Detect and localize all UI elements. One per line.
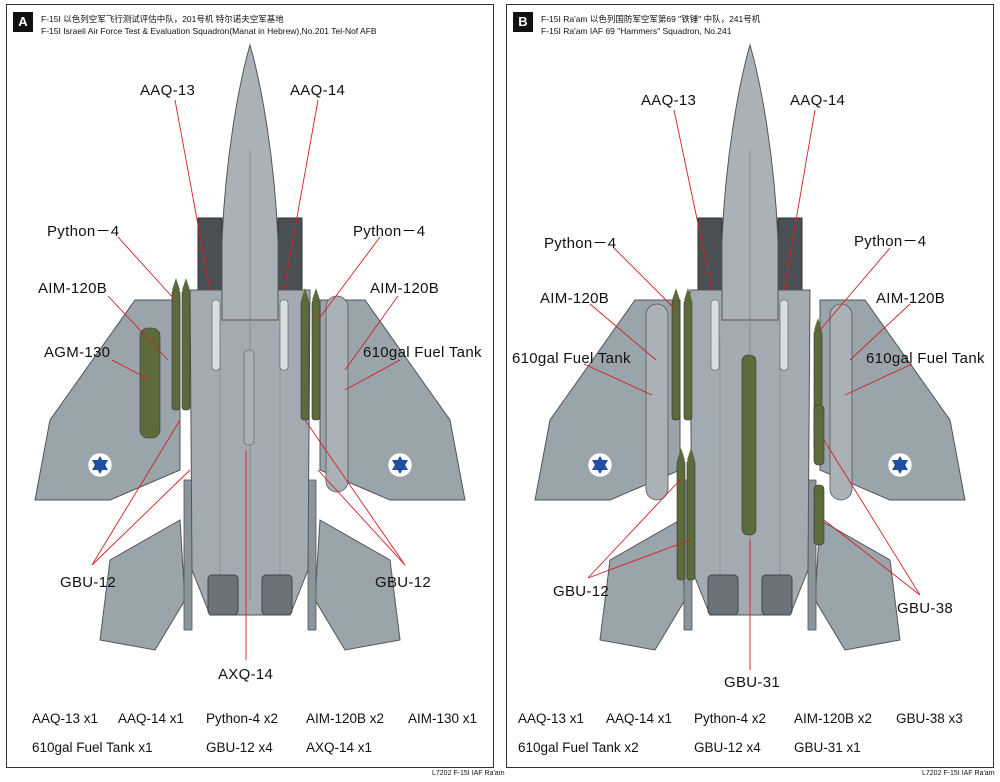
callout-gbu-31: GBU-31 bbox=[724, 674, 780, 691]
callout-fuel-tank-right: 610gal Fuel Tank bbox=[866, 350, 985, 367]
callout-axq-14: AXQ-14 bbox=[218, 666, 274, 683]
callout-python-4-left: Python－4 bbox=[47, 223, 120, 240]
callout-aaq-14: AAQ-14 bbox=[290, 82, 346, 99]
callout-gbu-12-right: GBU-12 bbox=[375, 574, 431, 591]
callout-fuel-tank-left: 610gal Fuel Tank bbox=[512, 350, 631, 367]
loadout-item: GBU-12 x4 bbox=[206, 740, 273, 755]
callout-aim-120b-right: AIM-120B bbox=[370, 280, 440, 297]
callout-gbu-12-left: GBU-12 bbox=[60, 574, 116, 591]
callout-python-4-right: Python－4 bbox=[854, 233, 927, 250]
callout-aim-120b-left: AIM-120B bbox=[540, 290, 610, 307]
loadout-item: 610gal Fuel Tank x1 bbox=[32, 740, 153, 755]
loadout-item: AIM-130 x1 bbox=[408, 711, 478, 726]
loadout-item: AAQ-13 x1 bbox=[32, 711, 99, 726]
callout-fuel-tank: 610gal Fuel Tank bbox=[363, 344, 482, 361]
callout-aim-120b-right: AIM-120B bbox=[876, 290, 946, 307]
callout-agm-130: AGM-130 bbox=[44, 344, 111, 361]
callout-gbu-38: GBU-38 bbox=[897, 600, 953, 617]
panel-title-chinese: F-15I 以色列空军飞行测试评估中队，201号机 特尔诺夫空军基地 bbox=[41, 14, 284, 24]
callout-aaq-13: AAQ-13 bbox=[641, 92, 697, 109]
callout-gbu-12: GBU-12 bbox=[553, 583, 609, 600]
panel-title-english: F-15I Israeli Air Force Test & Evaluatio… bbox=[41, 26, 377, 36]
loadout-item: AAQ-13 x1 bbox=[518, 711, 585, 726]
loadout-item: GBU-12 x4 bbox=[694, 740, 761, 755]
loadout-item: 610gal Fuel Tank x2 bbox=[518, 740, 639, 755]
loadout-item: AIM-120B x2 bbox=[794, 711, 873, 726]
loadout-item: Python-4 x2 bbox=[206, 711, 279, 726]
panel-badge: B bbox=[513, 12, 533, 32]
callout-aim-120b-left: AIM-120B bbox=[38, 280, 108, 297]
loadout-item: Python-4 x2 bbox=[694, 711, 767, 726]
loadout-item: GBU-38 x3 bbox=[896, 711, 963, 726]
panel-title-chinese: F-15I Ra'am 以色列国防军空军第69 "铁锤" 中队，241号机 bbox=[541, 14, 761, 24]
loadout-item: AIM-120B x2 bbox=[306, 711, 385, 726]
loadout-item: AXQ-14 x1 bbox=[306, 740, 373, 755]
footer-code: L7202 F-15I IAF Ra'am bbox=[922, 770, 995, 777]
callout-python-4-left: Python－4 bbox=[544, 235, 617, 252]
loadout-item: AAQ-14 x1 bbox=[118, 711, 185, 726]
callout-aaq-13: AAQ-13 bbox=[140, 82, 196, 99]
panel-title-english: F-15I Ra'am IAF 69 "Hammers" Squadron, N… bbox=[541, 26, 732, 36]
loadout-item: AAQ-14 x1 bbox=[606, 711, 673, 726]
callout-aaq-14: AAQ-14 bbox=[790, 92, 846, 109]
loadout-item: GBU-31 x1 bbox=[794, 740, 861, 755]
panel-badge: A bbox=[13, 12, 33, 32]
callout-python-4-right: Python－4 bbox=[353, 223, 426, 240]
footer-code: L7202 F-15I IAF Ra'am bbox=[432, 770, 505, 777]
